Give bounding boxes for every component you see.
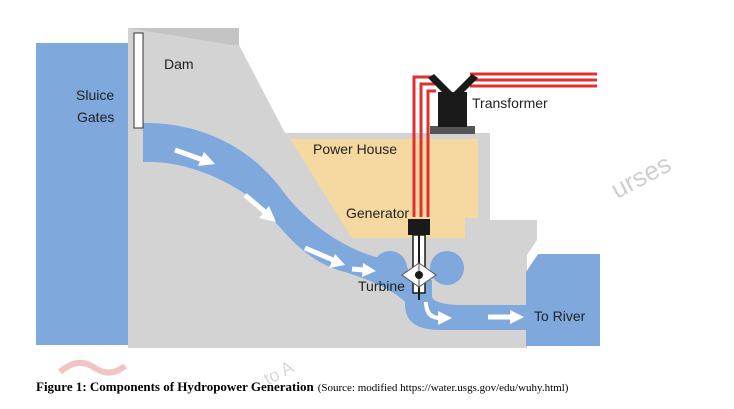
dam-label: Dam: [164, 56, 194, 72]
watermark-courses: urses: [606, 148, 676, 204]
figure-caption: Figure 1: Components of Hydropower Gener…: [36, 378, 726, 396]
transformer: [428, 74, 478, 134]
flow-arrow-3: [304, 245, 345, 268]
sluice-label-line1: Sluice: [76, 87, 114, 103]
turbine-blades: [401, 262, 437, 288]
generator-label: Generator: [346, 205, 409, 221]
turbine-lobe-left: [373, 251, 407, 285]
power-house: [290, 139, 478, 238]
transformer-label: Transformer: [472, 95, 548, 111]
generator: [408, 219, 430, 235]
river-water: [526, 254, 600, 346]
penstock: [143, 122, 408, 306]
flow-arrow-2: [243, 193, 276, 222]
flow-arrow-5: [424, 301, 452, 325]
flow-arrow-6: [488, 310, 524, 324]
caption-title: Figure 1: Components of Hydropower Gener…: [36, 379, 314, 394]
power-lines: [412, 72, 597, 217]
reservoir-water: [36, 43, 141, 345]
flow-arrow-1: [174, 147, 215, 166]
flow-arrow-4: [351, 263, 376, 277]
turbine-label: Turbine: [358, 278, 405, 294]
sluice-gate: [133, 32, 144, 129]
turbine-lobe-right: [430, 251, 464, 285]
sluice-label-line2: Gates: [77, 109, 114, 125]
dam-crest: [128, 28, 239, 45]
power-house-label: Power House: [313, 141, 397, 157]
watermark-logo-mark: [58, 359, 127, 376]
flow-arrows: [174, 147, 524, 325]
caption-source: (Source: modified https://water.usgs.gov…: [317, 382, 569, 394]
to-river-label: To River: [534, 308, 586, 324]
